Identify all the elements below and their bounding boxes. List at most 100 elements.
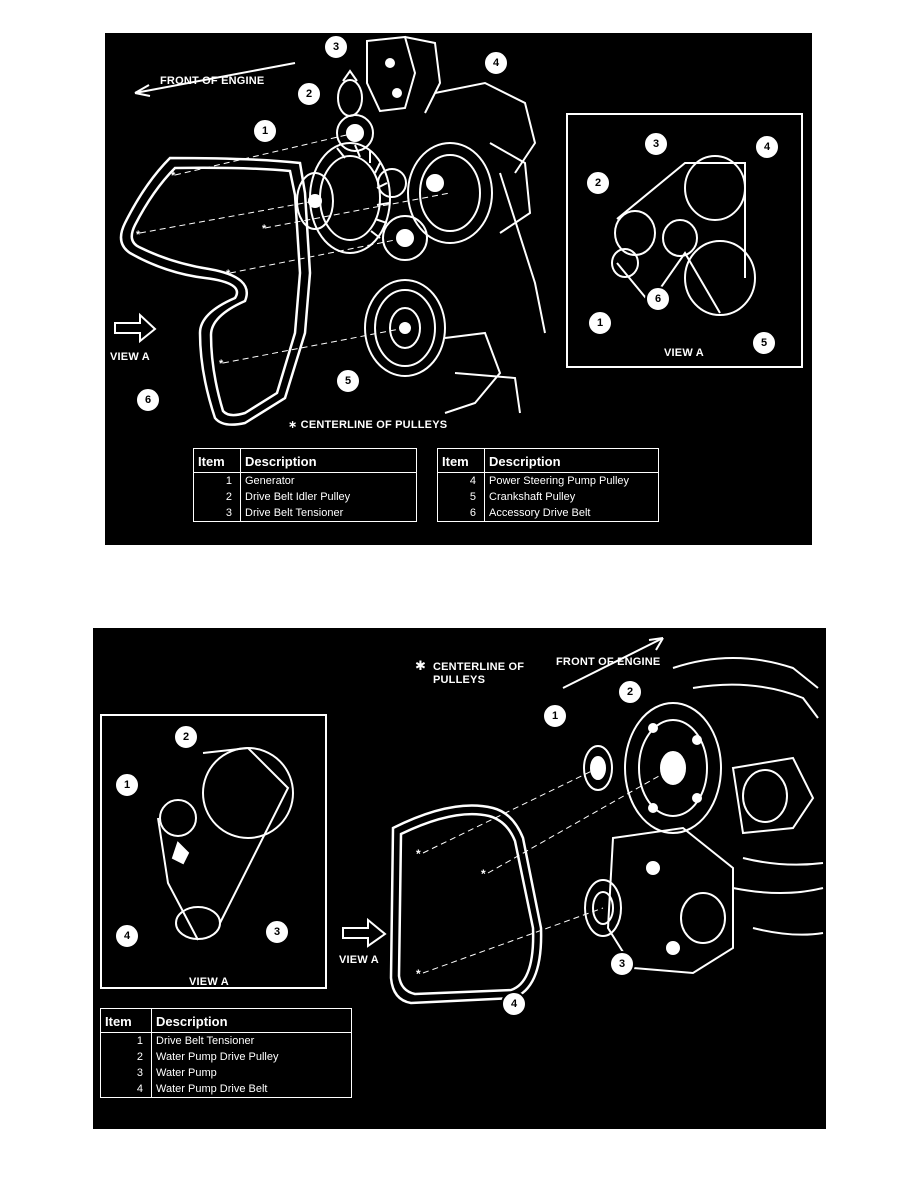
diagram-panel-accessory-drive: * * * * * FRONT OF ENGINE VIEW A ∗ CENTE… bbox=[105, 33, 812, 545]
front-of-engine-label: FRONT OF ENGINE bbox=[556, 656, 661, 668]
inset-callout-3: 3 bbox=[643, 131, 669, 157]
callout-5: 5 bbox=[335, 368, 361, 394]
item-description: Crankshaft Pulley bbox=[484, 489, 659, 505]
item-number: 4 bbox=[437, 472, 485, 489]
view-a-label: VIEW A bbox=[110, 351, 150, 363]
centerline-lines bbox=[422, 767, 674, 974]
item-number: 6 bbox=[437, 505, 485, 522]
water-pump bbox=[584, 826, 734, 975]
legend-header-description: Description bbox=[151, 1008, 352, 1033]
centerline-star-icon: ✱ bbox=[415, 658, 427, 673]
centerline-stars: * * * * * bbox=[136, 170, 267, 370]
tensioner-body bbox=[337, 69, 363, 117]
svg-text:*: * bbox=[171, 170, 176, 182]
item-description: Accessory Drive Belt bbox=[484, 505, 659, 522]
item-description: Water Pump Drive Pulley bbox=[151, 1049, 352, 1065]
item-number: 3 bbox=[193, 505, 241, 522]
legend-header-description: Description bbox=[484, 448, 659, 473]
crankshaft-pulley bbox=[364, 279, 521, 414]
item-number: 2 bbox=[100, 1049, 152, 1065]
svg-text:*: * bbox=[219, 358, 224, 370]
centerline-note-line2: PULLEYS bbox=[433, 674, 486, 686]
water-pump-drive-belt bbox=[389, 804, 543, 1005]
callout-3: 3 bbox=[323, 34, 349, 60]
inset-view-a-pulleys bbox=[611, 155, 756, 316]
view-a-label: VIEW A bbox=[339, 954, 379, 966]
item-description: Drive Belt Idler Pulley bbox=[240, 489, 417, 505]
engine-bracket bbox=[366, 35, 537, 174]
callout-1: 1 bbox=[252, 118, 278, 144]
front-arrow bbox=[134, 62, 296, 97]
callout-1: 1 bbox=[542, 703, 568, 729]
front-of-engine-label: FRONT OF ENGINE bbox=[160, 75, 265, 87]
engine-block bbox=[672, 657, 824, 936]
svg-text:*: * bbox=[416, 847, 421, 861]
item-description: Water Pump bbox=[151, 1065, 352, 1081]
centerline-lines bbox=[139, 132, 451, 364]
item-description: Drive Belt Tensioner bbox=[151, 1032, 352, 1049]
item-number: 3 bbox=[100, 1065, 152, 1081]
centerline-stars: * * * bbox=[416, 847, 486, 981]
item-number: 2 bbox=[193, 489, 241, 505]
inset-view-a: 2 3 4 6 1 5 VIEW A bbox=[566, 113, 803, 368]
callout-3: 3 bbox=[609, 951, 635, 977]
svg-text:*: * bbox=[226, 268, 231, 280]
water-pump-illustration: * * * bbox=[157, 637, 824, 1005]
callout-4: 4 bbox=[501, 991, 527, 1017]
legend-header-item: Item bbox=[437, 448, 485, 473]
item-description: Generator bbox=[240, 472, 417, 489]
callout-2: 2 bbox=[617, 679, 643, 705]
inset-callout-2: 2 bbox=[173, 724, 199, 750]
generator bbox=[296, 142, 391, 254]
inset-callout-5: 5 bbox=[751, 330, 777, 356]
item-description: Water Pump Drive Belt bbox=[151, 1081, 352, 1098]
inset-callout-6: 6 bbox=[645, 286, 671, 312]
centerline-note-line1: CENTERLINE OF bbox=[433, 661, 525, 673]
centerline-note: ∗ CENTERLINE OF PULLEYS bbox=[288, 419, 448, 431]
svg-text:*: * bbox=[262, 223, 267, 235]
legend-header-description: Description bbox=[240, 448, 417, 473]
item-number: 1 bbox=[193, 472, 241, 489]
legend-header-item: Item bbox=[193, 448, 241, 473]
view-a-arrow-icon bbox=[114, 312, 157, 344]
inset-callout-1: 1 bbox=[114, 772, 140, 798]
accessory-drive-illustration: * * * * * bbox=[114, 35, 756, 426]
inset-callout-3: 3 bbox=[264, 919, 290, 945]
item-number: 4 bbox=[100, 1081, 152, 1098]
svg-text:*: * bbox=[416, 967, 421, 981]
front-arrow bbox=[562, 637, 664, 689]
item-number: 1 bbox=[100, 1032, 152, 1049]
accessory-drive-belt bbox=[119, 156, 312, 426]
inset-callout-4: 4 bbox=[754, 134, 780, 160]
item-description: Power Steering Pump Pulley bbox=[484, 472, 659, 489]
inset-callout-1: 1 bbox=[587, 310, 613, 336]
inset-view-a: 2 1 4 3 VIEW A bbox=[100, 714, 327, 989]
diagram-panel-water-pump: * * * ✱ CENTERLINE OF PULLEYS FRONT OF E… bbox=[93, 628, 826, 1129]
callout-6: 6 bbox=[135, 387, 161, 413]
view-a-arrow-icon bbox=[342, 917, 387, 948]
svg-text:*: * bbox=[136, 229, 141, 241]
power-steering-pulley bbox=[407, 142, 546, 334]
inset-view-a-pulleys bbox=[157, 746, 294, 941]
inset-view-a-title: VIEW A bbox=[189, 976, 229, 988]
item-number: 5 bbox=[437, 489, 485, 505]
inset-callout-2: 2 bbox=[585, 170, 611, 196]
callout-2: 2 bbox=[296, 81, 322, 107]
tensioner-pulley bbox=[377, 168, 428, 261]
inset-view-a-title: VIEW A bbox=[664, 347, 704, 359]
legend-header-item: Item bbox=[100, 1008, 152, 1033]
svg-text:*: * bbox=[481, 867, 486, 881]
